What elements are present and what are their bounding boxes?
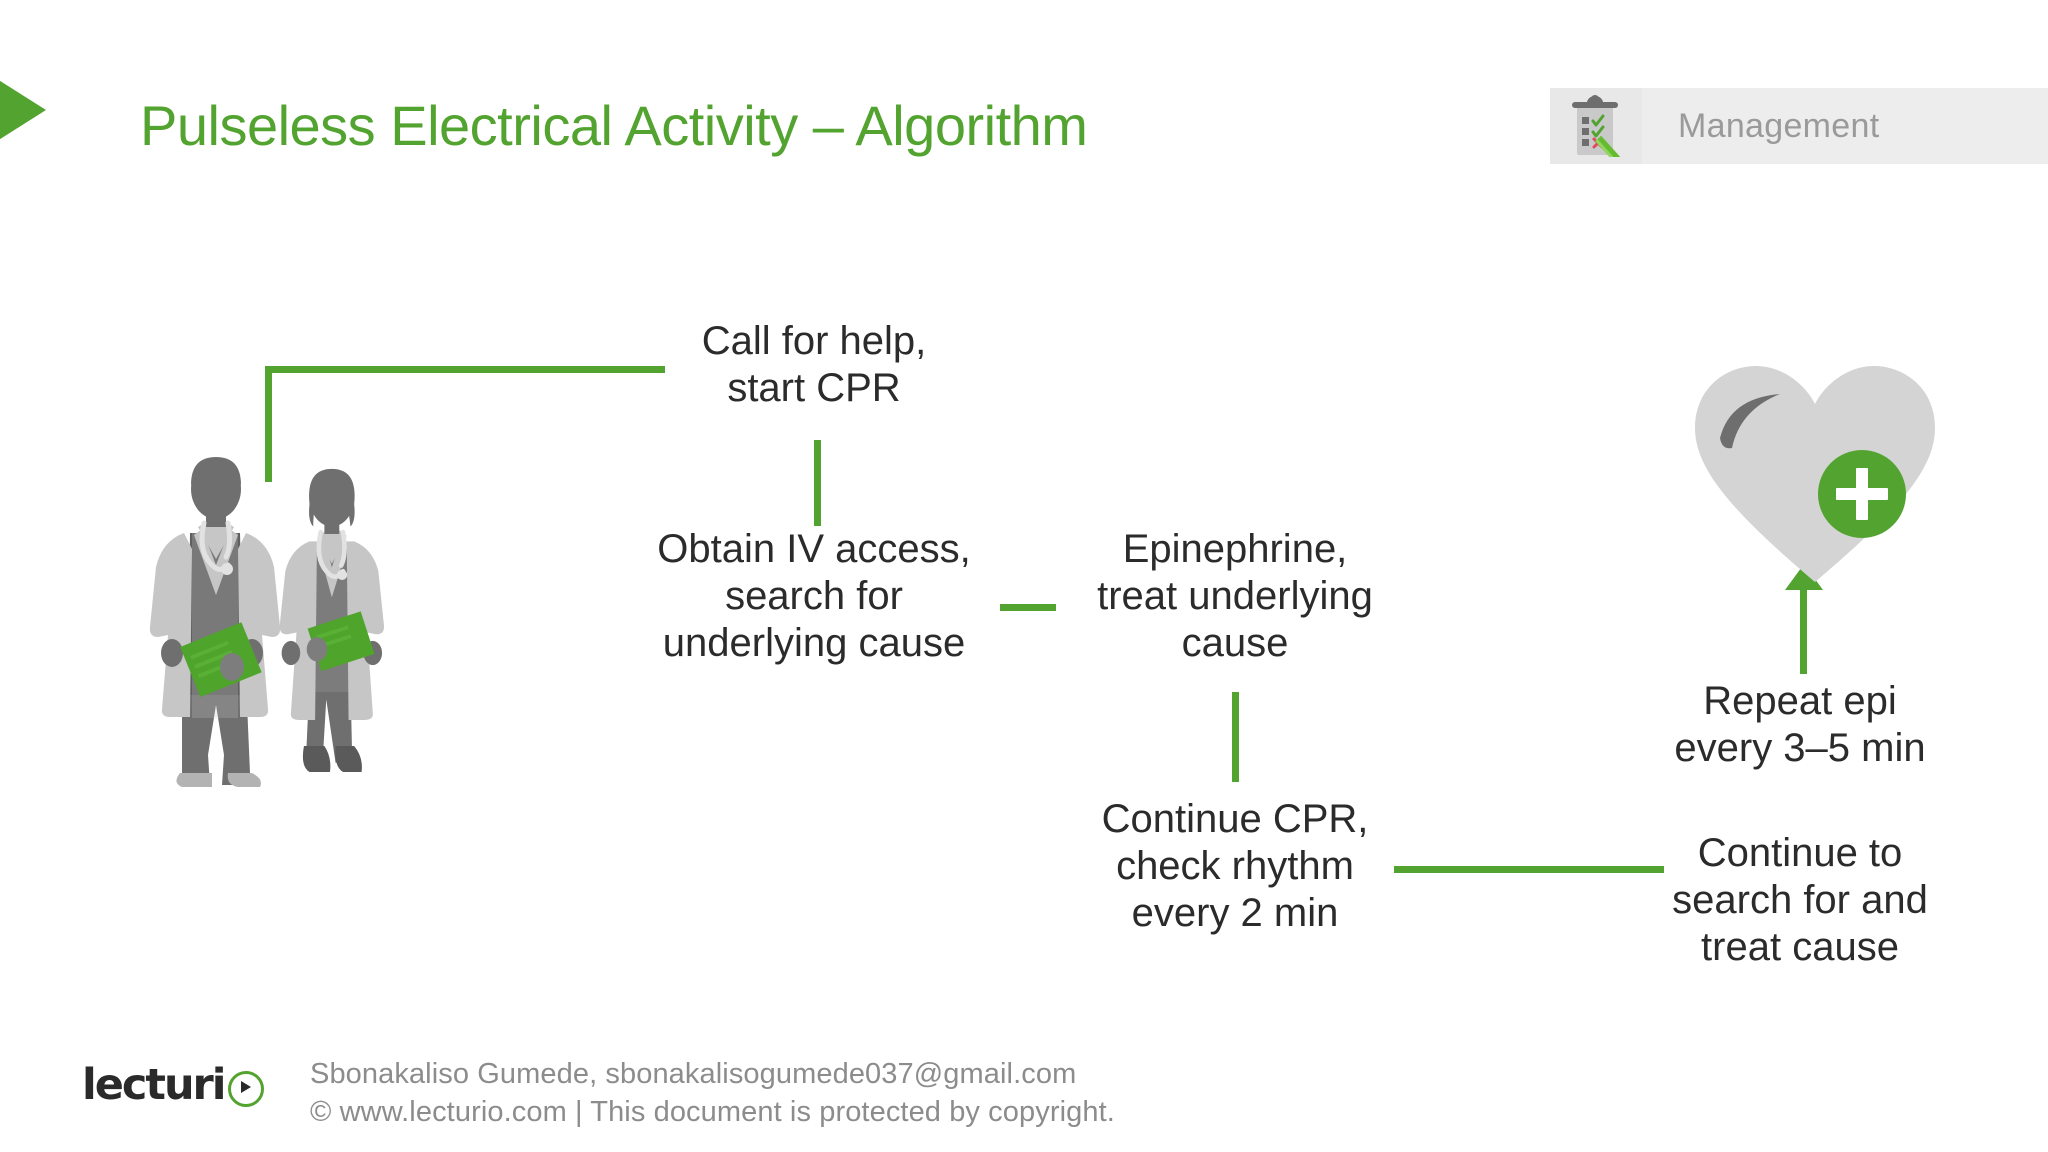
connector-repeatepi-to-heart-shaft xyxy=(1800,588,1807,674)
clipboard-checklist-icon xyxy=(1550,88,1642,164)
connector-callhelp-to-doctors-vertical xyxy=(265,366,272,482)
footer: lecturi Sbonakaliso Gumede, sbonakalisog… xyxy=(0,1042,2048,1152)
badge-label: Management xyxy=(1678,106,1880,145)
footer-author-line: Sbonakaliso Gumede, sbonakalisogumede037… xyxy=(310,1058,1077,1090)
flow-node-epinephrine: Epinephrine, treat underlying cause xyxy=(1097,527,1373,666)
flow-node-continue-treat: Continue to search for and treat cause xyxy=(1672,831,1928,970)
flow-node-call-help: Call for help, start CPR xyxy=(701,319,927,411)
connector-callhelp-to-obtainiv xyxy=(814,440,821,526)
flow-node-continue-cpr: Continue CPR, check rhythm every 2 min xyxy=(1101,797,1369,936)
page-title: Pulseless Electrical Activity – Algorith… xyxy=(140,94,1088,157)
lecturio-logo: lecturi xyxy=(82,1060,264,1110)
flow-node-obtain-iv: Obtain IV access, search for underlying … xyxy=(657,527,971,666)
footer-copyright-line: © www.lecturio.com | This document is pr… xyxy=(310,1096,1115,1128)
lecturio-logo-text: lecturi xyxy=(82,1060,227,1110)
two-doctors-illustration xyxy=(120,455,430,800)
plus-badge-icon xyxy=(1818,450,1906,538)
management-badge: Management xyxy=(1550,88,2048,164)
heart-with-plus-icon xyxy=(1690,360,1940,590)
connector-epinephrine-to-continuecpr xyxy=(1232,692,1239,782)
connector-obtainiv-to-epinephrine xyxy=(1000,604,1056,611)
connector-callhelp-to-doctors-horizontal xyxy=(265,366,665,373)
connector-continuecpr-to-continuetreat xyxy=(1394,866,1664,873)
flow-node-repeat-epi: Repeat epi every 3–5 min xyxy=(1674,679,1926,771)
header-arrow-marker xyxy=(0,72,46,148)
play-circle-icon xyxy=(227,1071,264,1107)
badge-label-container: Management xyxy=(1642,88,2048,164)
